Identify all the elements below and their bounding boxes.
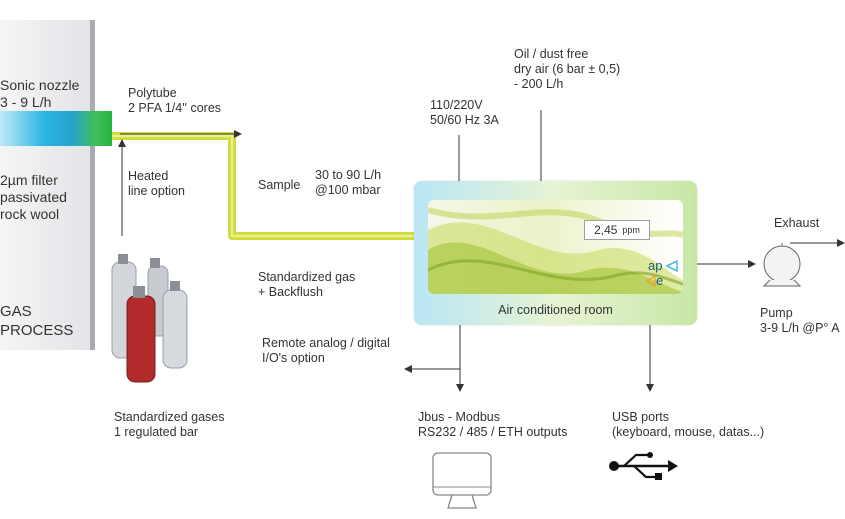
filter-label: 2µm filter passivated rock wool [0, 172, 67, 222]
jbus-label: Jbus - Modbus RS232 / 485 / ETH outputs [418, 410, 568, 439]
reading-value: 2,45 [594, 223, 618, 237]
logo-triangle-icon-2 [646, 275, 656, 287]
pump-icon [762, 245, 802, 287]
polytube-arrow [234, 130, 242, 138]
pump-arrow [748, 260, 756, 268]
usb-label: USB ports (keyboard, mouse, datas...) [612, 410, 765, 439]
reading-display: 2,45 ppm [584, 220, 650, 240]
usb-icon [609, 452, 678, 480]
heated-line-arrow [118, 139, 126, 147]
remote-io-arrow [404, 365, 412, 373]
exhaust-arrow [837, 239, 845, 247]
std-gas-backflush-label: Standardized gas + Backflush [258, 270, 356, 299]
analyzer-wave-graphic [428, 207, 683, 294]
process-panel [0, 20, 95, 350]
analyzer-screen: 2,45 ppm ap e [428, 200, 683, 294]
usb-arrow [646, 384, 654, 392]
power-label: 110/220V 50/60 Hz 3A [430, 98, 499, 127]
remote-io-label: Remote analog / digital I/O's option [262, 336, 390, 365]
gas-process-label: GAS PROCESS [0, 303, 74, 339]
air-conditioned-room-label: Air conditioned room [498, 303, 613, 317]
monitor-icon [432, 452, 492, 509]
sample-label: Sample [258, 178, 301, 192]
analyzer-box: 2,45 ppm ap e Air conditioned room [414, 181, 697, 325]
std-gases-label: Standardized gases 1 regulated bar [114, 410, 225, 439]
sonic-nozzle-label: Sonic nozzle 3 - 9 L/h [0, 77, 80, 110]
pump-label: Pump 3-9 L/h @P° A [760, 306, 840, 335]
exhaust-label: Exhaust [774, 216, 820, 230]
logo-triangle-icon [666, 260, 678, 272]
jbus-arrow [456, 384, 464, 392]
apce-logo: ap e [646, 258, 680, 292]
gas-cylinders-icon [111, 254, 188, 383]
reading-unit: ppm [622, 225, 640, 235]
injection-bar [0, 111, 112, 146]
sample-flow-label: 30 to 90 L/h @100 mbar [315, 168, 382, 197]
heated-line-label: Heated line option [128, 169, 185, 198]
polytube-label: Polytube 2 PFA 1/4'' cores [128, 86, 222, 115]
air-supply-label: Oil / dust free dry air (6 bar ± 0,5) - … [514, 47, 621, 91]
